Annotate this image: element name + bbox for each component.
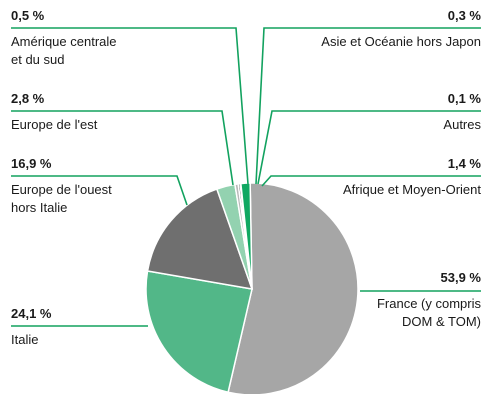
pie-slice-1	[145, 270, 253, 394]
slice-category-label-3-0: Europe de l'est	[11, 117, 98, 132]
leader-lines	[11, 27, 481, 327]
slice-category-label-2-0: Europe de l'ouest	[11, 182, 112, 197]
leader-line-4	[11, 27, 249, 185]
pie-slices	[145, 182, 359, 396]
slice-value-label-2: 16,9 %	[11, 156, 52, 171]
slice-category-label-7-0: Afrique et Moyen-Orient	[343, 182, 481, 197]
slice-value-label-3: 2,8 %	[11, 91, 45, 106]
slice-category-label-1-0: Italie	[11, 332, 38, 347]
leader-line-2	[11, 175, 188, 206]
slice-category-label-5-0: Asie et Océanie hors Japon	[321, 34, 481, 49]
slice-category-label-4-1: et du sud	[11, 52, 65, 67]
leader-line-5	[255, 27, 481, 185]
pie-slice-2	[146, 188, 254, 290]
leader-line-3	[11, 110, 234, 186]
slice-category-label-6-0: Autres	[443, 117, 481, 132]
slice-category-label-4-0: Amérique centrale	[11, 34, 117, 49]
leader-line-6	[257, 110, 481, 185]
slice-value-label-0: 53,9 %	[441, 270, 482, 285]
pie-slice-0	[227, 182, 359, 396]
slice-value-label-1: 24,1 %	[11, 306, 52, 321]
slice-value-label-7: 1,4 %	[448, 156, 482, 171]
slice-category-label-0-1: DOM & TOM)	[402, 314, 481, 329]
slice-value-label-6: 0,1 %	[448, 91, 482, 106]
slice-category-label-0-0: France (y compris	[377, 296, 482, 311]
slice-value-label-5: 0,3 %	[448, 8, 482, 23]
slice-category-label-2-1: hors Italie	[11, 200, 67, 215]
slice-value-label-4: 0,5 %	[11, 8, 45, 23]
pie-slice-7	[240, 182, 253, 290]
leader-line-7	[261, 175, 481, 187]
